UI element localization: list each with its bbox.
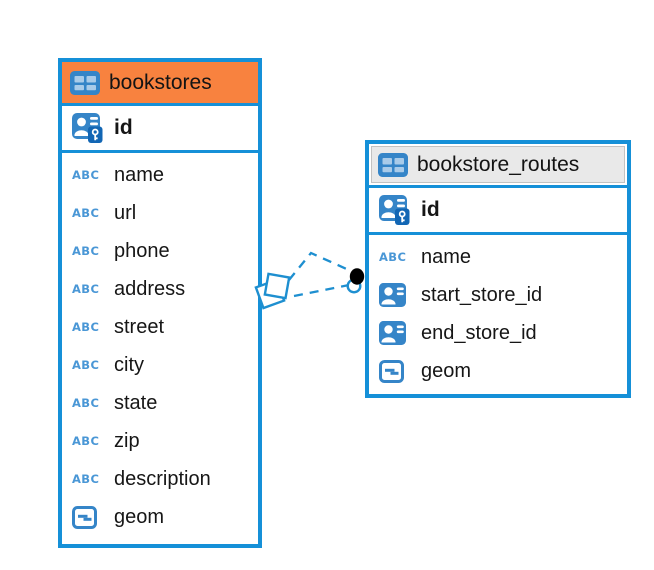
table-header-fill: bookstores [62, 62, 258, 103]
column-label: url [114, 201, 137, 224]
table-header-fill: bookstore_routes [371, 146, 625, 183]
relationship-line-lower[interactable] [293, 283, 350, 298]
table-title: bookstore_routes [417, 152, 580, 176]
column-name[interactable]: ABC name [62, 156, 258, 194]
primary-key-icon [72, 112, 103, 144]
column-geom[interactable]: geom [62, 498, 258, 536]
primary-key-section: id [62, 106, 258, 153]
column-label: name [421, 245, 472, 268]
primary-key-section: id [369, 188, 627, 235]
column-label: geom [421, 359, 472, 382]
column-label: id [421, 198, 440, 221]
primary-key-icon [379, 194, 410, 226]
column-label: state [114, 391, 158, 414]
table-title: bookstores [109, 70, 212, 94]
column-start_store_id[interactable]: start_store_id [369, 276, 627, 314]
table-icon [70, 70, 100, 95]
abc-text-type-icon: ABC [72, 358, 100, 372]
table-header[interactable]: bookstore_routes [369, 144, 627, 188]
column-street[interactable]: ABC street [62, 308, 258, 346]
columns-section: ABC name ABC url ABC phone ABC address A… [62, 153, 258, 544]
foreign-key-icon [379, 283, 406, 307]
relationship-line-upper[interactable] [288, 251, 352, 281]
column-description[interactable]: ABC description [62, 460, 258, 498]
abc-text-type-icon: ABC [72, 320, 100, 334]
table-bookstore-routes[interactable]: bookstore_routes id ABC name [365, 140, 631, 398]
column-label: id [114, 116, 133, 139]
abc-text-type-icon: ABC [72, 434, 100, 448]
columns-section: ABC name start_store_id end_store_id [369, 235, 627, 394]
column-label: address [114, 277, 186, 300]
table-icon [378, 152, 408, 177]
column-label: start_store_id [421, 283, 543, 306]
column-label: end_store_id [421, 321, 537, 344]
column-label: street [114, 315, 165, 338]
column-id[interactable]: id [62, 106, 258, 150]
geometry-type-icon [72, 505, 97, 529]
abc-text-type-icon: ABC [72, 244, 100, 258]
table-bookstores[interactable]: bookstores id ABC name ABC url [58, 58, 262, 548]
abc-text-type-icon: ABC [72, 396, 100, 410]
column-zip[interactable]: ABC zip [62, 422, 258, 460]
column-city[interactable]: ABC city [62, 346, 258, 384]
column-state[interactable]: ABC state [62, 384, 258, 422]
relationship-bookstores-to-routes[interactable] [254, 251, 365, 310]
column-label: geom [114, 505, 165, 528]
table-header[interactable]: bookstores [62, 62, 258, 106]
foreign-key-icon [379, 321, 406, 345]
abc-text-type-icon: ABC [72, 168, 100, 182]
column-geom[interactable]: geom [369, 352, 627, 390]
abc-text-type-icon: ABC [379, 250, 407, 264]
column-url[interactable]: ABC url [62, 194, 258, 232]
relationship-target-marker [346, 268, 365, 294]
column-phone[interactable]: ABC phone [62, 232, 258, 270]
column-label: phone [114, 239, 170, 262]
column-label: name [114, 163, 165, 186]
column-name[interactable]: ABC name [369, 238, 627, 276]
column-label: description [114, 467, 211, 490]
column-address[interactable]: ABC address [62, 270, 258, 308]
column-id[interactable]: id [369, 188, 627, 232]
column-label: city [114, 353, 144, 376]
column-end_store_id[interactable]: end_store_id [369, 314, 627, 352]
geometry-type-icon [379, 359, 404, 383]
abc-text-type-icon: ABC [72, 282, 100, 296]
abc-text-type-icon: ABC [72, 206, 100, 220]
abc-text-type-icon: ABC [72, 472, 100, 486]
column-label: zip [114, 429, 140, 452]
